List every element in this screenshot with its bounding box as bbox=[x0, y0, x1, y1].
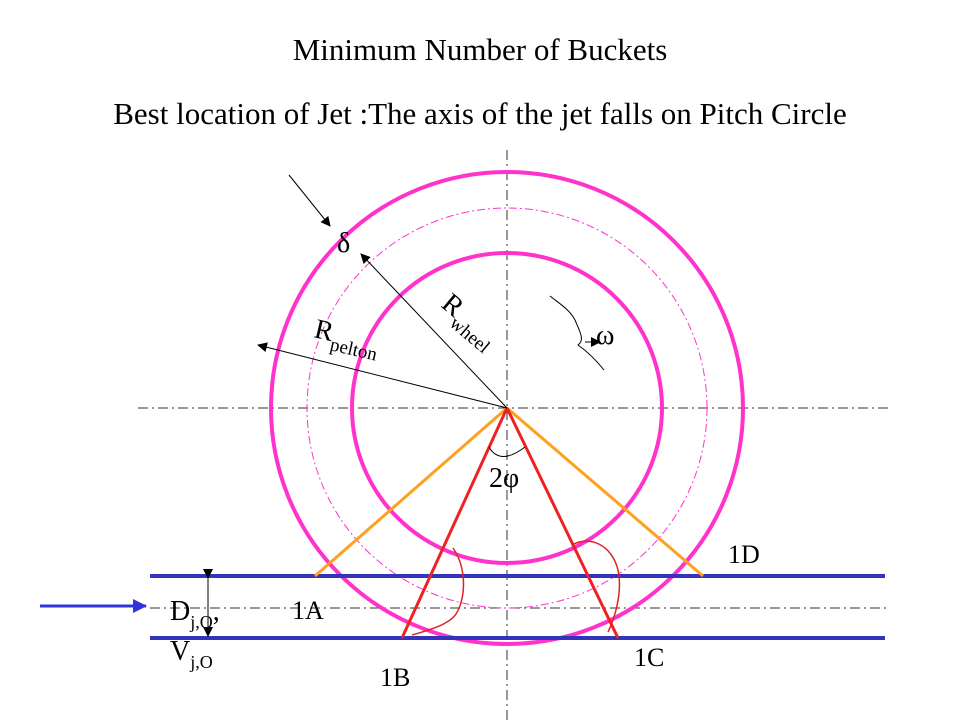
red-line-1b bbox=[400, 407, 509, 639]
jet-velocity-label: Vj,O bbox=[170, 636, 213, 672]
outer-circle bbox=[269, 170, 745, 646]
delta-arrow bbox=[288, 174, 331, 227]
bucket-curve-right bbox=[571, 540, 621, 633]
omega-label: ω bbox=[596, 320, 614, 351]
two-phi-label: 2φ bbox=[489, 463, 519, 494]
point-1d-label: 1D bbox=[728, 540, 760, 569]
r-pelton-arrow bbox=[257, 342, 508, 409]
orange-line-1a bbox=[314, 406, 508, 578]
r-wheel-label: Rwheel bbox=[431, 288, 505, 358]
orange-line-1d bbox=[506, 406, 704, 578]
point-1c-label: 1C bbox=[634, 643, 664, 672]
red-line-1c bbox=[505, 407, 620, 639]
rotation-arrow bbox=[549, 295, 605, 371]
diagram-subtitle: Best location of Jet :The axis of the je… bbox=[113, 96, 847, 131]
inner-circle bbox=[350, 251, 664, 565]
pitch-circle bbox=[306, 207, 708, 609]
angle-arc bbox=[488, 446, 526, 457]
delta-label: δ bbox=[337, 228, 350, 259]
jet-diameter-label: Dj,O, bbox=[170, 596, 220, 632]
bucket-curve-left bbox=[411, 547, 465, 636]
point-1a-label: 1A bbox=[292, 596, 324, 625]
r-pelton-label: Rpelton bbox=[310, 314, 384, 366]
point-1b-label: 1B bbox=[380, 663, 410, 692]
r-wheel-arrow bbox=[360, 253, 508, 409]
diagram-title: Minimum Number of Buckets bbox=[292, 32, 668, 67]
